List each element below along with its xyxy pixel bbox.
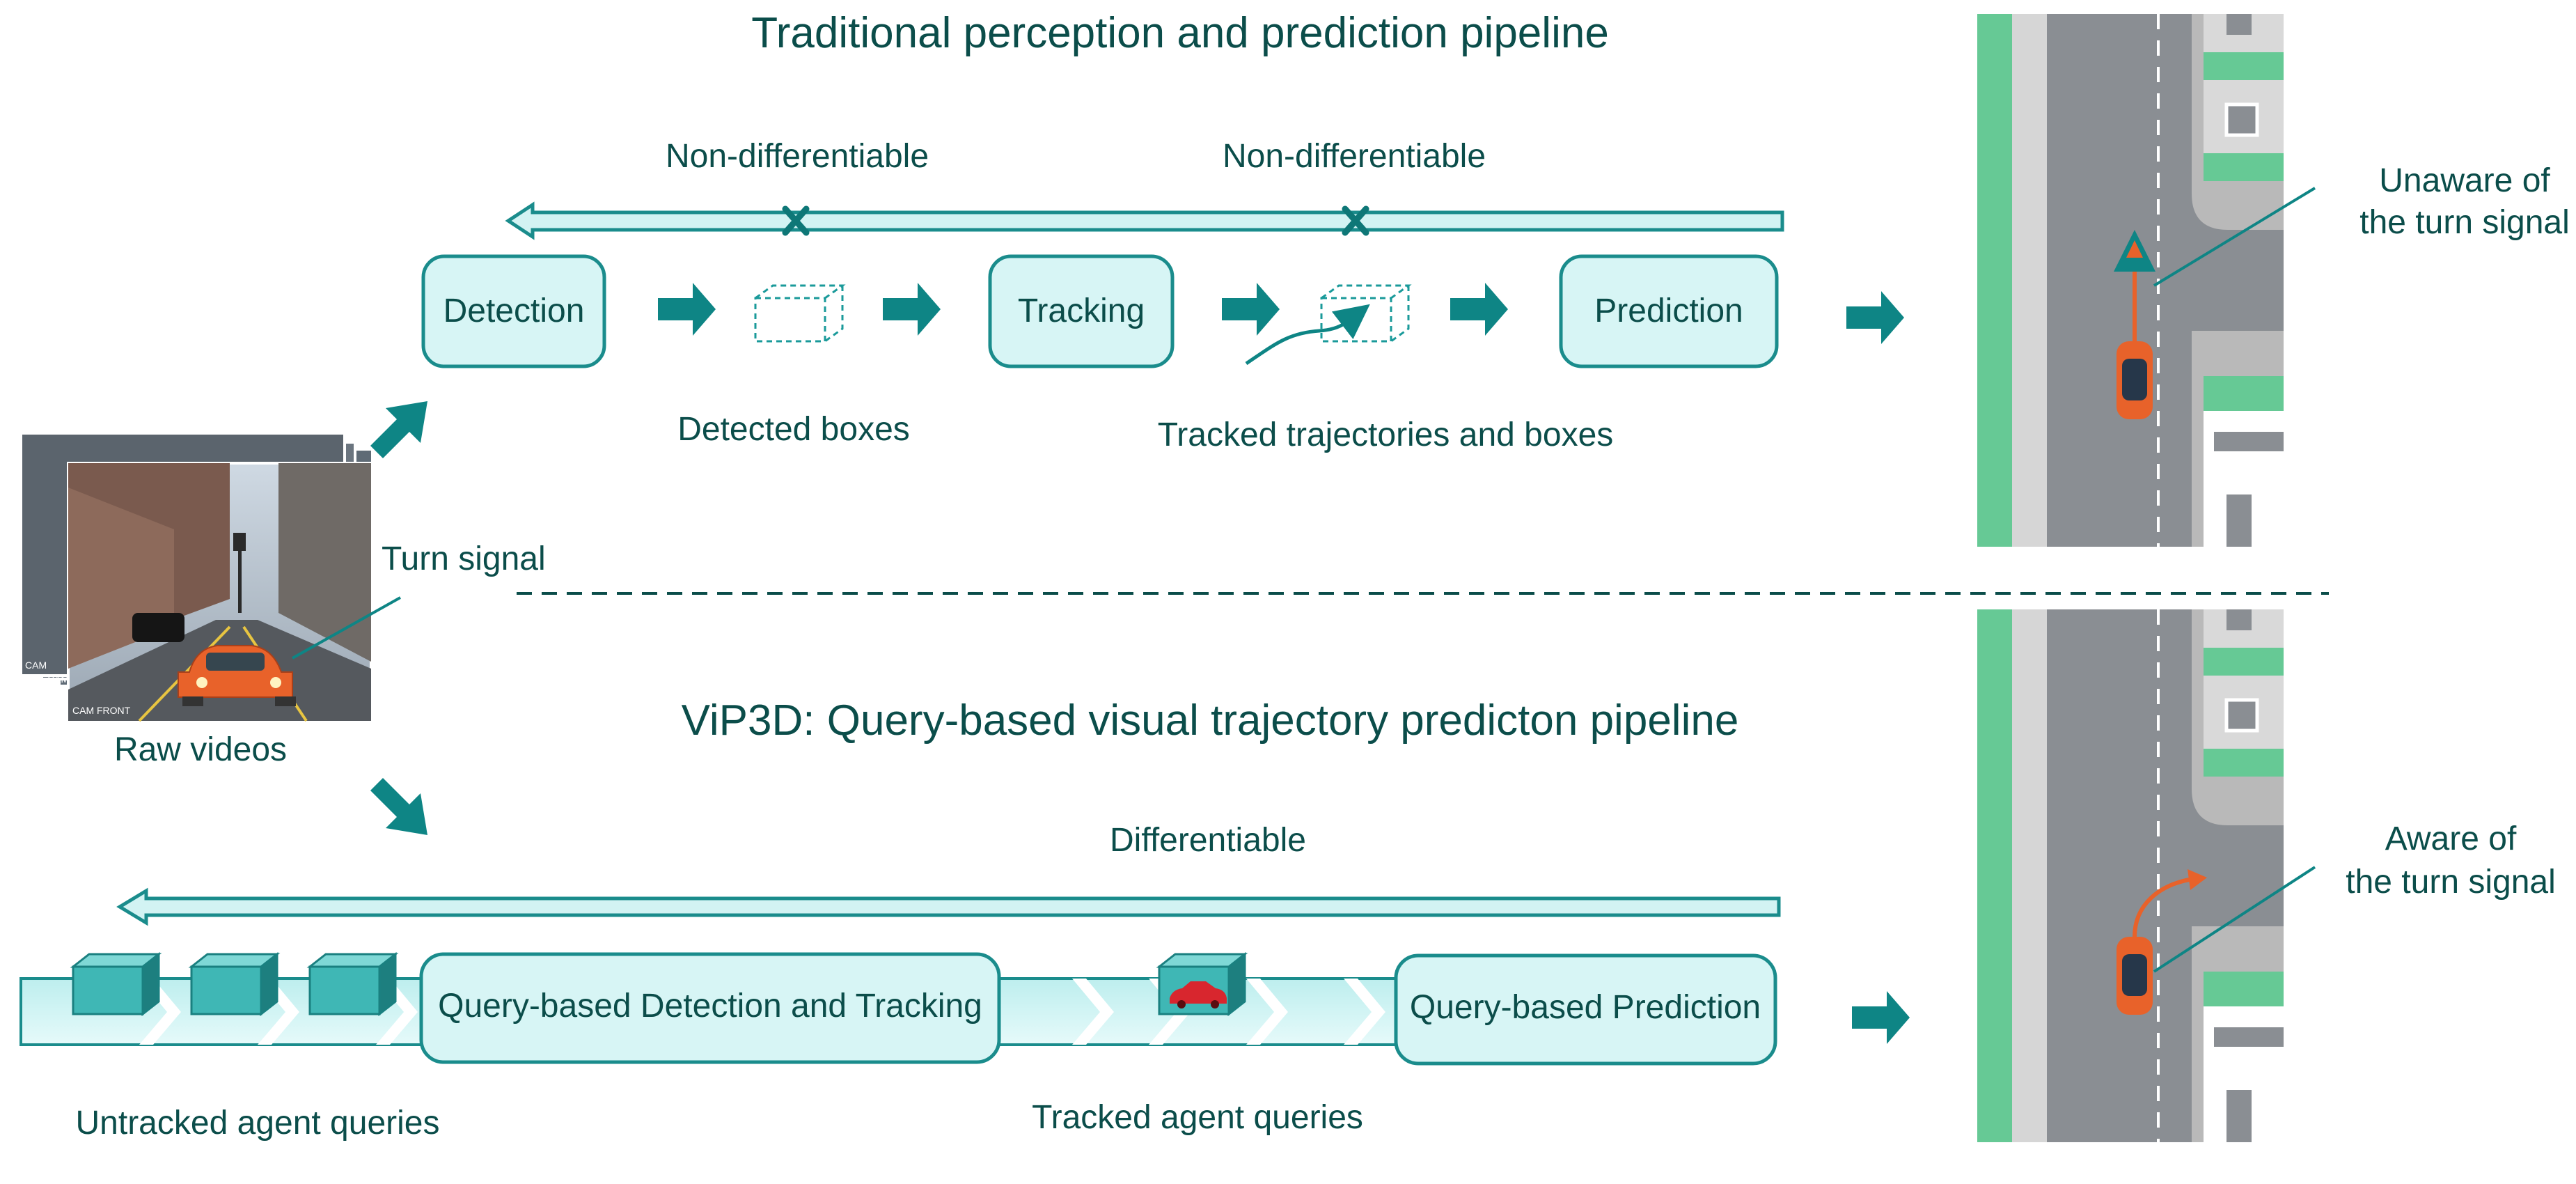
bev-map-top bbox=[1977, 14, 2316, 547]
ego-car-icon bbox=[2116, 937, 2153, 1015]
detection-label: Detection bbox=[443, 293, 585, 329]
query-cube-icon bbox=[70, 951, 162, 1017]
tracked-trajectories-caption: Tracked trajectories and boxes bbox=[1158, 416, 1614, 453]
bev-map-bottom bbox=[1977, 609, 2316, 1142]
query-prediction-label: Query-based Prediction bbox=[1410, 989, 1761, 1026]
unaware-label-line2: the turn signal bbox=[2359, 204, 2570, 241]
orange-car-icon bbox=[178, 645, 296, 706]
nondiff-label-left: Non-differentiable bbox=[666, 138, 929, 175]
cross-icon bbox=[1342, 205, 1369, 236]
flow-arrow bbox=[1852, 991, 1910, 1044]
top-title: Traditional perception and prediction pi… bbox=[751, 9, 1609, 57]
cam-label-back1: CAM bbox=[47, 673, 69, 685]
aware-label-line1: Aware of bbox=[2385, 820, 2517, 857]
differentiable-label: Differentiable bbox=[1110, 822, 1306, 859]
prediction-box: Prediction bbox=[1559, 254, 1779, 368]
unaware-label-line1: Unaware of bbox=[2379, 162, 2550, 199]
flow-arrow bbox=[1450, 283, 1508, 336]
query-detection-tracking-label: Query-based Detection and Tracking bbox=[438, 988, 982, 1025]
tracking-label: Tracking bbox=[1018, 293, 1145, 329]
raw-videos-label: Raw videos bbox=[114, 731, 287, 768]
cross-icon bbox=[782, 205, 810, 236]
backward-gradient-arrow-bottom bbox=[116, 887, 1781, 926]
camera-front-frame bbox=[67, 462, 372, 722]
nondiff-label-right: Non-differentiable bbox=[1223, 138, 1486, 175]
dashed-cube-icon bbox=[754, 284, 846, 343]
cam-front-label: CAM FRONT bbox=[72, 705, 131, 716]
detected-boxes-caption: Detected boxes bbox=[677, 411, 910, 448]
flow-arrow bbox=[658, 283, 716, 336]
cam-label-back2: CAM bbox=[25, 660, 47, 671]
red-car-icon bbox=[1170, 981, 1227, 1008]
tracked-query-cube-icon bbox=[1156, 951, 1248, 1017]
tracked-cube-icon bbox=[1245, 284, 1412, 366]
annotation-pointer bbox=[2153, 187, 2316, 287]
prediction-label: Prediction bbox=[1594, 293, 1743, 329]
aware-label-line2: the turn signal bbox=[2346, 864, 2556, 901]
query-prediction-box: Query-based Prediction bbox=[1394, 953, 1777, 1066]
bottom-title: ViP3D: Query-based visual trajectory pre… bbox=[682, 696, 1739, 745]
query-cube-icon bbox=[188, 951, 281, 1017]
query-detection-tracking-box: Query-based Detection and Tracking bbox=[419, 952, 1001, 1064]
ego-car-icon bbox=[2116, 341, 2153, 419]
branch-arrow-up bbox=[370, 401, 427, 458]
annotation-pointer bbox=[2153, 866, 2316, 973]
turn-signal-label: Turn signal bbox=[382, 540, 546, 577]
turn-signal-pointer bbox=[292, 596, 401, 660]
branch-arrow-down bbox=[370, 778, 427, 835]
query-cube-icon bbox=[306, 951, 399, 1017]
flow-arrow bbox=[1846, 291, 1904, 344]
tracking-box: Tracking bbox=[988, 254, 1175, 368]
backward-gradient-arrow-top bbox=[505, 201, 1784, 240]
tracked-queries-caption: Tracked agent queries bbox=[1032, 1099, 1363, 1136]
untracked-queries-caption: Untracked agent queries bbox=[76, 1105, 440, 1142]
flow-arrow bbox=[1222, 283, 1280, 336]
raw-video-frames: CAM CAM CAM FRONT bbox=[19, 432, 374, 722]
detection-box: Detection bbox=[421, 254, 606, 368]
flow-arrow bbox=[883, 283, 941, 336]
